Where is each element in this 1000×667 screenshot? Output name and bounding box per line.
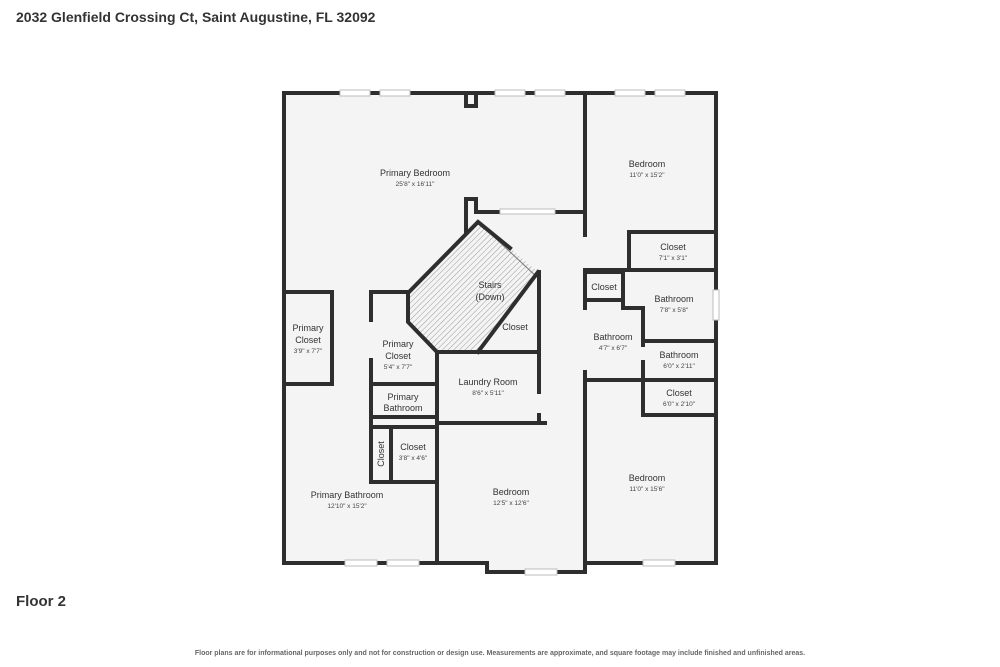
room-bedroom-se: Bedroom 11'0" x 15'6"	[629, 473, 666, 493]
room-dims: 3'8" x 4'6"	[399, 455, 428, 462]
room-name: Bathroom	[383, 403, 422, 413]
room-name: Bathroom	[654, 294, 693, 304]
room-dims: 4'7" x 6'7"	[599, 345, 628, 352]
room-primary-closet-w: Primary Closet 3'9" x 7'7"	[293, 323, 324, 355]
room-primary-bedroom: Primary Bedroom 25'8" x 16'11"	[380, 168, 450, 188]
walls	[282, 91, 718, 574]
room-closet-small: Closet	[591, 282, 617, 292]
disclaimer-text: Floor plans are for informational purpos…	[194, 650, 806, 657]
room-name: Bathroom	[593, 332, 632, 342]
floor-label: Floor 2	[16, 593, 67, 610]
room-bathroom-mid: Bathroom 4'7" x 6'7"	[593, 332, 632, 352]
room-sub: (Down)	[475, 292, 504, 302]
room-dims: 3'9" x 7'7"	[294, 348, 323, 355]
room-name: Closet	[295, 335, 321, 345]
room-bathroom-e: Bathroom 7'8" x 5'8"	[654, 294, 693, 314]
room-stairs: Stairs (Down)	[475, 280, 504, 302]
room-name: Primary	[388, 392, 419, 402]
room-name: Closet	[385, 351, 411, 361]
room-primary-bathroom: Primary Bathroom 12'10" x 15'2"	[311, 490, 384, 510]
room-closet-stairs: Closet	[502, 322, 528, 332]
room-name: Primary	[293, 323, 324, 333]
room-name: Bedroom	[629, 473, 666, 483]
property-address: 2032 Glenfield Crossing Ct, Saint August…	[16, 9, 376, 25]
room-name: Bedroom	[629, 159, 666, 169]
room-primary-bathroom-small: Primary Bathroom	[383, 392, 422, 413]
room-dims: 12'5" x 12'6"	[493, 500, 529, 507]
room-laundry: Laundry Room 8'6" x 5'11"	[458, 377, 517, 397]
room-dims: 12'10" x 15'2"	[327, 503, 367, 510]
room-closet-vertical: Closet	[376, 441, 386, 467]
room-name: Closet	[376, 441, 386, 467]
room-bedroom-s: Bedroom 12'5" x 12'6"	[493, 487, 530, 507]
room-dims: 11'0" x 15'6"	[629, 486, 665, 493]
room-closet-e2: Closet 6'0" x 2'10"	[663, 388, 696, 408]
room-name: Closet	[666, 388, 692, 398]
room-name: Bathroom	[659, 350, 698, 360]
room-name: Primary Bathroom	[311, 490, 384, 500]
room-dims: 8'6" x 5'11"	[472, 390, 504, 397]
room-dims: 6'0" x 2'11"	[663, 363, 695, 370]
room-primary-closet-c: Primary Closet 5'4" x 7'7"	[383, 339, 414, 371]
room-dims: 25'8" x 16'11"	[396, 181, 435, 188]
windows	[339, 89, 720, 576]
room-closet-sw: Closet 3'8" x 4'6"	[399, 442, 428, 462]
room-name: Bedroom	[493, 487, 530, 497]
room-dims: 5'4" x 7'7"	[384, 364, 413, 371]
room-dims: 7'1" x 3'1"	[659, 255, 688, 262]
room-bathroom-small: Bathroom 6'0" x 2'11"	[659, 350, 698, 370]
room-name: Primary Bedroom	[380, 168, 450, 178]
room-name: Closet	[591, 282, 617, 292]
room-name: Closet	[502, 322, 528, 332]
room-name: Laundry Room	[458, 377, 517, 387]
room-dims: 7'8" x 5'8"	[660, 307, 689, 314]
room-dims: 11'0" x 15'2"	[629, 172, 665, 179]
room-name: Stairs	[478, 280, 502, 290]
room-bedroom-ne: Bedroom 11'0" x 15'2"	[629, 159, 666, 179]
room-closet-ne: Closet 7'1" x 3'1"	[659, 242, 688, 262]
room-dims: 6'0" x 2'10"	[663, 401, 696, 408]
room-name: Primary	[383, 339, 414, 349]
room-name: Closet	[660, 242, 686, 252]
room-name: Closet	[400, 442, 426, 452]
